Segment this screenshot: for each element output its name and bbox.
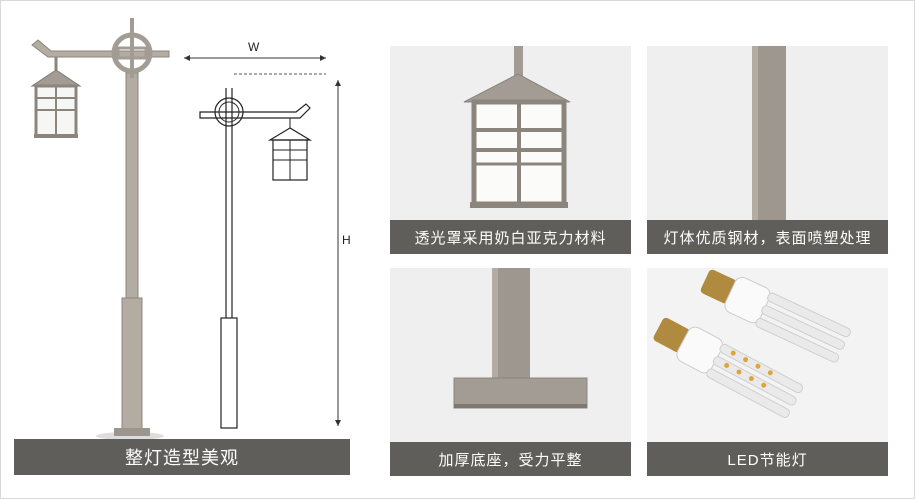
pole-closeup	[752, 46, 786, 220]
base-closeup	[453, 268, 588, 409]
tile-led-bulb: LED节能灯	[647, 268, 888, 476]
tile-caption: LED节能灯	[647, 442, 888, 476]
height-label: H	[342, 233, 350, 247]
tile-lantern-cover: 透光罩采用奶白亚克力材料	[390, 46, 631, 254]
tile-caption: 灯体优质钢材，表面喷塑处理	[647, 220, 888, 254]
main-caption: 整灯造型美观	[14, 439, 350, 475]
width-label: W	[248, 40, 260, 54]
street-lamp-illustration: W H	[30, 18, 351, 440]
tile-base: 加厚底座，受力平整	[390, 268, 631, 476]
main-product-panel: W H 整灯造型美观	[14, 18, 351, 475]
tile-pole-body: 灯体优质钢材，表面喷塑处理	[647, 46, 888, 254]
lantern-closeup	[463, 46, 571, 208]
led-bulbs-photo	[653, 269, 851, 418]
tile-caption: 透光罩采用奶白亚克力材料	[390, 220, 631, 254]
tile-caption: 加厚底座，受力平整	[390, 442, 631, 476]
